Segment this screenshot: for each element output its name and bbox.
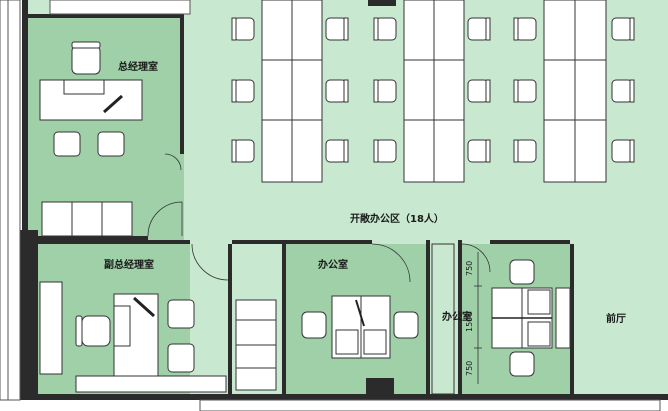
dimension-1500: 1500 [465, 312, 474, 332]
column-top-mid [368, 0, 396, 6]
cabinet-icon [235, 299, 277, 391]
chair-icon [373, 17, 397, 41]
chair-icon [373, 79, 397, 103]
chair-icon [373, 139, 397, 163]
wall-top-gm [28, 14, 184, 18]
chair-icon [509, 351, 535, 377]
chair-icon [513, 79, 537, 103]
gm-guest-chairs [53, 131, 125, 157]
room-label-deputy-manager: 副总经理室 [104, 258, 154, 271]
office-a-desk-set [301, 295, 419, 359]
chair-icon [509, 259, 535, 285]
chair-icon [467, 79, 491, 103]
room-label-general-manager: 总经理室 [118, 60, 158, 73]
door-swing-icon [164, 153, 182, 171]
chair-icon [231, 79, 255, 103]
door-swing-icon [371, 243, 411, 283]
room-label-office-a: 办公室 [318, 258, 348, 271]
room-label-office-b: 办公室 [442, 310, 472, 323]
chair-icon [325, 79, 349, 103]
chair-icon [611, 79, 635, 103]
chair-icon [611, 139, 635, 163]
wall-gm-right [180, 18, 184, 154]
door-swing-icon [191, 243, 229, 281]
chair-icon [467, 17, 491, 41]
workstation-block-3 [543, 0, 607, 183]
wall-deputy-top [38, 240, 190, 244]
chair-icon [513, 17, 537, 41]
gm-chair [71, 41, 101, 75]
workstation-block-2 [403, 0, 465, 183]
dimension-750-bottom: 750 [465, 361, 474, 376]
open-office-chairs [231, 17, 635, 163]
wall-left-column [20, 230, 38, 400]
column-bottom-mid [366, 378, 394, 400]
sofa-icon [41, 201, 133, 237]
chair-icon [167, 299, 195, 329]
gm-desk [39, 79, 143, 121]
wall-bottom [28, 394, 668, 400]
chair-icon [231, 139, 255, 163]
sofa-icon [75, 375, 227, 393]
room-label-open-office: 开敞办公区（18人） [350, 212, 444, 225]
chair-icon [97, 131, 125, 157]
office-b-desk-set [491, 259, 571, 377]
wall-office-a-top [286, 240, 372, 244]
sliding-door [431, 243, 455, 395]
chair-icon [325, 139, 349, 163]
wall-office-a-left [282, 240, 286, 394]
chair-icon [81, 315, 111, 347]
wall-office-b-right [570, 244, 574, 394]
cabinet-icon [555, 287, 571, 349]
chair-icon [611, 17, 635, 41]
window-top-strip [49, 0, 191, 15]
deputy-desk [113, 293, 159, 385]
wall-office-b-left [458, 240, 462, 394]
chair-icon [231, 17, 255, 41]
window-left-strip [0, 0, 21, 401]
dimension-line [474, 252, 482, 384]
room-label-lobby: 前厅 [606, 312, 626, 325]
deputy-chair [75, 315, 111, 347]
window-bottom-strip [199, 399, 661, 411]
chair-icon [301, 311, 327, 339]
chair-icon [513, 139, 537, 163]
wall-office-a-right [426, 240, 430, 394]
door-swing-icon [461, 243, 491, 273]
chair-icon [167, 343, 195, 373]
chair-icon [467, 139, 491, 163]
chair-icon [325, 17, 349, 41]
wall-left [22, 0, 28, 400]
cabinet-icon [39, 281, 63, 375]
chair-icon [393, 311, 419, 339]
wall-office-b-top [490, 240, 570, 244]
chair-icon [71, 45, 101, 75]
wall-deputy-right [228, 244, 232, 394]
wall-gm-bottom [28, 236, 148, 240]
door-swing-icon [147, 201, 183, 237]
wall-bay-top [232, 240, 286, 244]
dimension-750-top: 750 [465, 261, 474, 276]
workstation-block-1 [261, 0, 323, 183]
chair-icon [53, 131, 81, 157]
